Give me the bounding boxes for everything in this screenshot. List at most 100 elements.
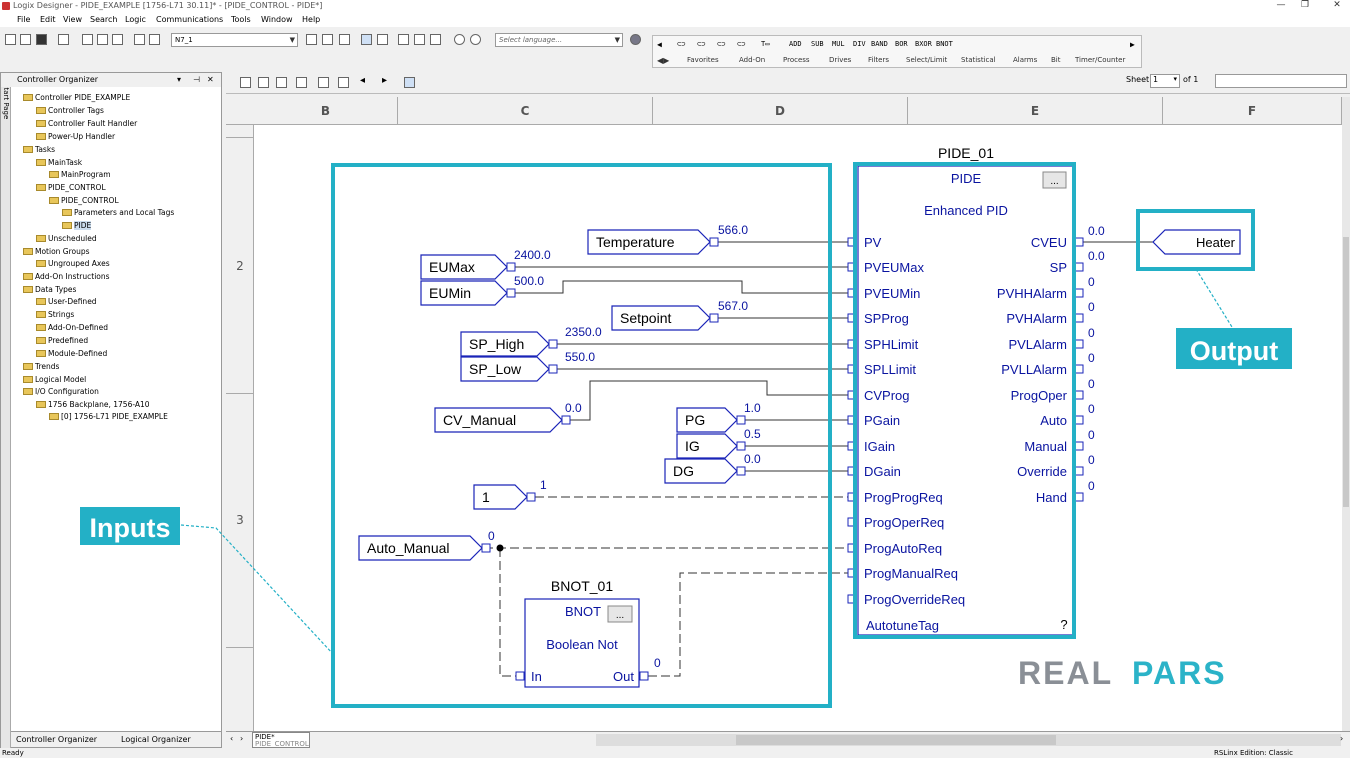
- tag-browser-icon[interactable]: [414, 34, 425, 45]
- tree-item[interactable]: PIDE_CONTROL: [36, 183, 106, 192]
- tree-item[interactable]: MainTask: [36, 158, 82, 167]
- tag-icon[interactable]: [338, 77, 349, 88]
- tree-item[interactable]: Power-Up Handler: [36, 132, 115, 141]
- bnot-in-pin[interactable]: [515, 671, 525, 681]
- sheet-tab-pide[interactable]: PIDE* PIDE_CONTROL: [252, 732, 310, 748]
- tab-add-on[interactable]: Add-On: [739, 56, 766, 64]
- pide-output-pin[interactable]: [1074, 390, 1084, 400]
- verify-controller-icon[interactable]: [377, 34, 388, 45]
- logic-canvas[interactable]: B C D E F 2 3: [226, 97, 1350, 731]
- start-page-strip[interactable]: Start Page: [1, 73, 11, 749]
- scroll-right-icon[interactable]: ▶: [1130, 40, 1135, 49]
- tree-item[interactable]: Predefined: [36, 336, 88, 345]
- tree-item[interactable]: Data Types: [23, 285, 76, 294]
- pide-output-pin[interactable]: [1074, 364, 1084, 374]
- bnot-block[interactable]: BNOT_01 BNOT ... Boolean Not In Out 0: [515, 578, 661, 688]
- hscroll-right-icon[interactable]: ›: [1340, 734, 1344, 743]
- tab-select-limit[interactable]: Select/Limit: [906, 56, 948, 64]
- pide-output-pin[interactable]: [1074, 237, 1084, 247]
- undo-icon[interactable]: [134, 34, 145, 45]
- menu-tools[interactable]: Tools: [231, 15, 251, 24]
- output-ref-icon[interactable]: ⊂⊃: [697, 40, 706, 48]
- redo-icon[interactable]: [149, 34, 160, 45]
- sheet-number-select[interactable]: 1 ▾: [1150, 74, 1180, 88]
- zoom-in-icon[interactable]: [454, 34, 465, 45]
- paste-icon[interactable]: [112, 34, 123, 45]
- tree-item[interactable]: Unscheduled: [36, 234, 97, 243]
- sheet-props-icon[interactable]: [240, 77, 251, 88]
- input-ref-icon[interactable]: ⊂⊃: [677, 40, 686, 48]
- tree-item[interactable]: [0] 1756-L71 PIDE_EXAMPLE: [49, 412, 168, 421]
- tree-item[interactable]: User-Defined: [36, 297, 97, 306]
- new-sheet-icon[interactable]: [296, 77, 307, 88]
- input-wire-icon[interactable]: ⊂⊃: [717, 40, 726, 48]
- pide-output-pin[interactable]: [1074, 262, 1084, 272]
- monitor-icon[interactable]: [430, 34, 441, 45]
- tree-item[interactable]: I/O Configuration: [23, 387, 99, 396]
- instr-bnot[interactable]: BNOT: [936, 40, 953, 48]
- tab-alarms[interactable]: Alarms: [1013, 56, 1038, 64]
- bnot-out-pin[interactable]: [639, 671, 649, 681]
- pin-icon[interactable]: ⊣: [193, 75, 200, 84]
- path-combo[interactable]: N7_1 ▼: [171, 33, 298, 47]
- delete-sheet-icon[interactable]: [318, 77, 329, 88]
- tab-controller-organizer[interactable]: Controller Organizer: [16, 735, 98, 744]
- pide-output-pin[interactable]: [1074, 441, 1084, 451]
- copy-sheet-icon[interactable]: [276, 77, 287, 88]
- pide-help-icon[interactable]: ?: [1060, 617, 1067, 632]
- pide-output-pin[interactable]: [1074, 415, 1084, 425]
- tree-item[interactable]: Controller Fault Handler: [36, 119, 137, 128]
- menu-communications[interactable]: Communications: [156, 15, 224, 24]
- copy-icon[interactable]: [97, 34, 108, 45]
- tab-scroll-right-icon[interactable]: ›: [240, 734, 244, 743]
- horizontal-scroll-thumb[interactable]: [736, 735, 1056, 745]
- tree-item[interactable]: Trends: [23, 362, 59, 371]
- restore-icon[interactable]: ❐: [1300, 0, 1310, 10]
- tab-bit[interactable]: Bit: [1051, 56, 1061, 64]
- minimize-icon[interactable]: —: [1276, 0, 1286, 10]
- vertical-scrollbar[interactable]: [1342, 97, 1350, 731]
- menu-logic[interactable]: Logic: [125, 15, 146, 24]
- instr-div[interactable]: DIV: [853, 40, 866, 48]
- scroll-left-icon[interactable]: ◀: [657, 40, 662, 49]
- instr-add[interactable]: ADD: [789, 40, 802, 48]
- tree-item[interactable]: PIDE_CONTROL: [49, 196, 119, 205]
- instr-sub[interactable]: SUB: [811, 40, 824, 48]
- tree-item[interactable]: Add-On-Defined: [36, 323, 108, 332]
- tab-statistical[interactable]: Statistical: [961, 56, 996, 64]
- tab-scroll-icon[interactable]: ◀▶: [657, 56, 670, 65]
- pide-config-button[interactable]: [1042, 171, 1067, 189]
- instr-bor[interactable]: BOR: [895, 40, 908, 48]
- input-ref[interactable]: 11: [473, 478, 547, 510]
- zoom-out-icon[interactable]: [470, 34, 481, 45]
- new-icon[interactable]: [5, 34, 16, 45]
- menu-help[interactable]: Help: [302, 15, 321, 24]
- pide-output-pin[interactable]: [1074, 466, 1084, 476]
- print-icon[interactable]: [58, 34, 69, 45]
- tab-timer-counter[interactable]: Timer/Counter: [1075, 56, 1126, 64]
- tab-filters[interactable]: Filters: [868, 56, 889, 64]
- verify-icon[interactable]: [361, 34, 372, 45]
- tree-item[interactable]: Add-On Instructions: [23, 272, 110, 281]
- globe-icon[interactable]: [630, 34, 641, 45]
- tab-logical-organizer[interactable]: Logical Organizer: [121, 735, 191, 744]
- tab-process[interactable]: Process: [783, 56, 810, 64]
- tab-favorites[interactable]: Favorites: [687, 56, 719, 64]
- vertical-scroll-thumb[interactable]: [1343, 237, 1349, 507]
- find-next-icon[interactable]: [322, 34, 333, 45]
- output-wire-icon[interactable]: ⊂⊃: [737, 40, 746, 48]
- pide-output-pin[interactable]: [1074, 492, 1084, 502]
- cross-reference-icon[interactable]: [339, 34, 350, 45]
- cut-icon[interactable]: [82, 34, 93, 45]
- tree-item[interactable]: Strings: [36, 310, 74, 319]
- text-box-icon[interactable]: T▭: [761, 40, 770, 48]
- tree-item[interactable]: PIDE: [62, 221, 92, 230]
- find-icon[interactable]: [306, 34, 317, 45]
- pide-output-pin[interactable]: [1074, 313, 1084, 323]
- menu-search[interactable]: Search: [90, 15, 118, 24]
